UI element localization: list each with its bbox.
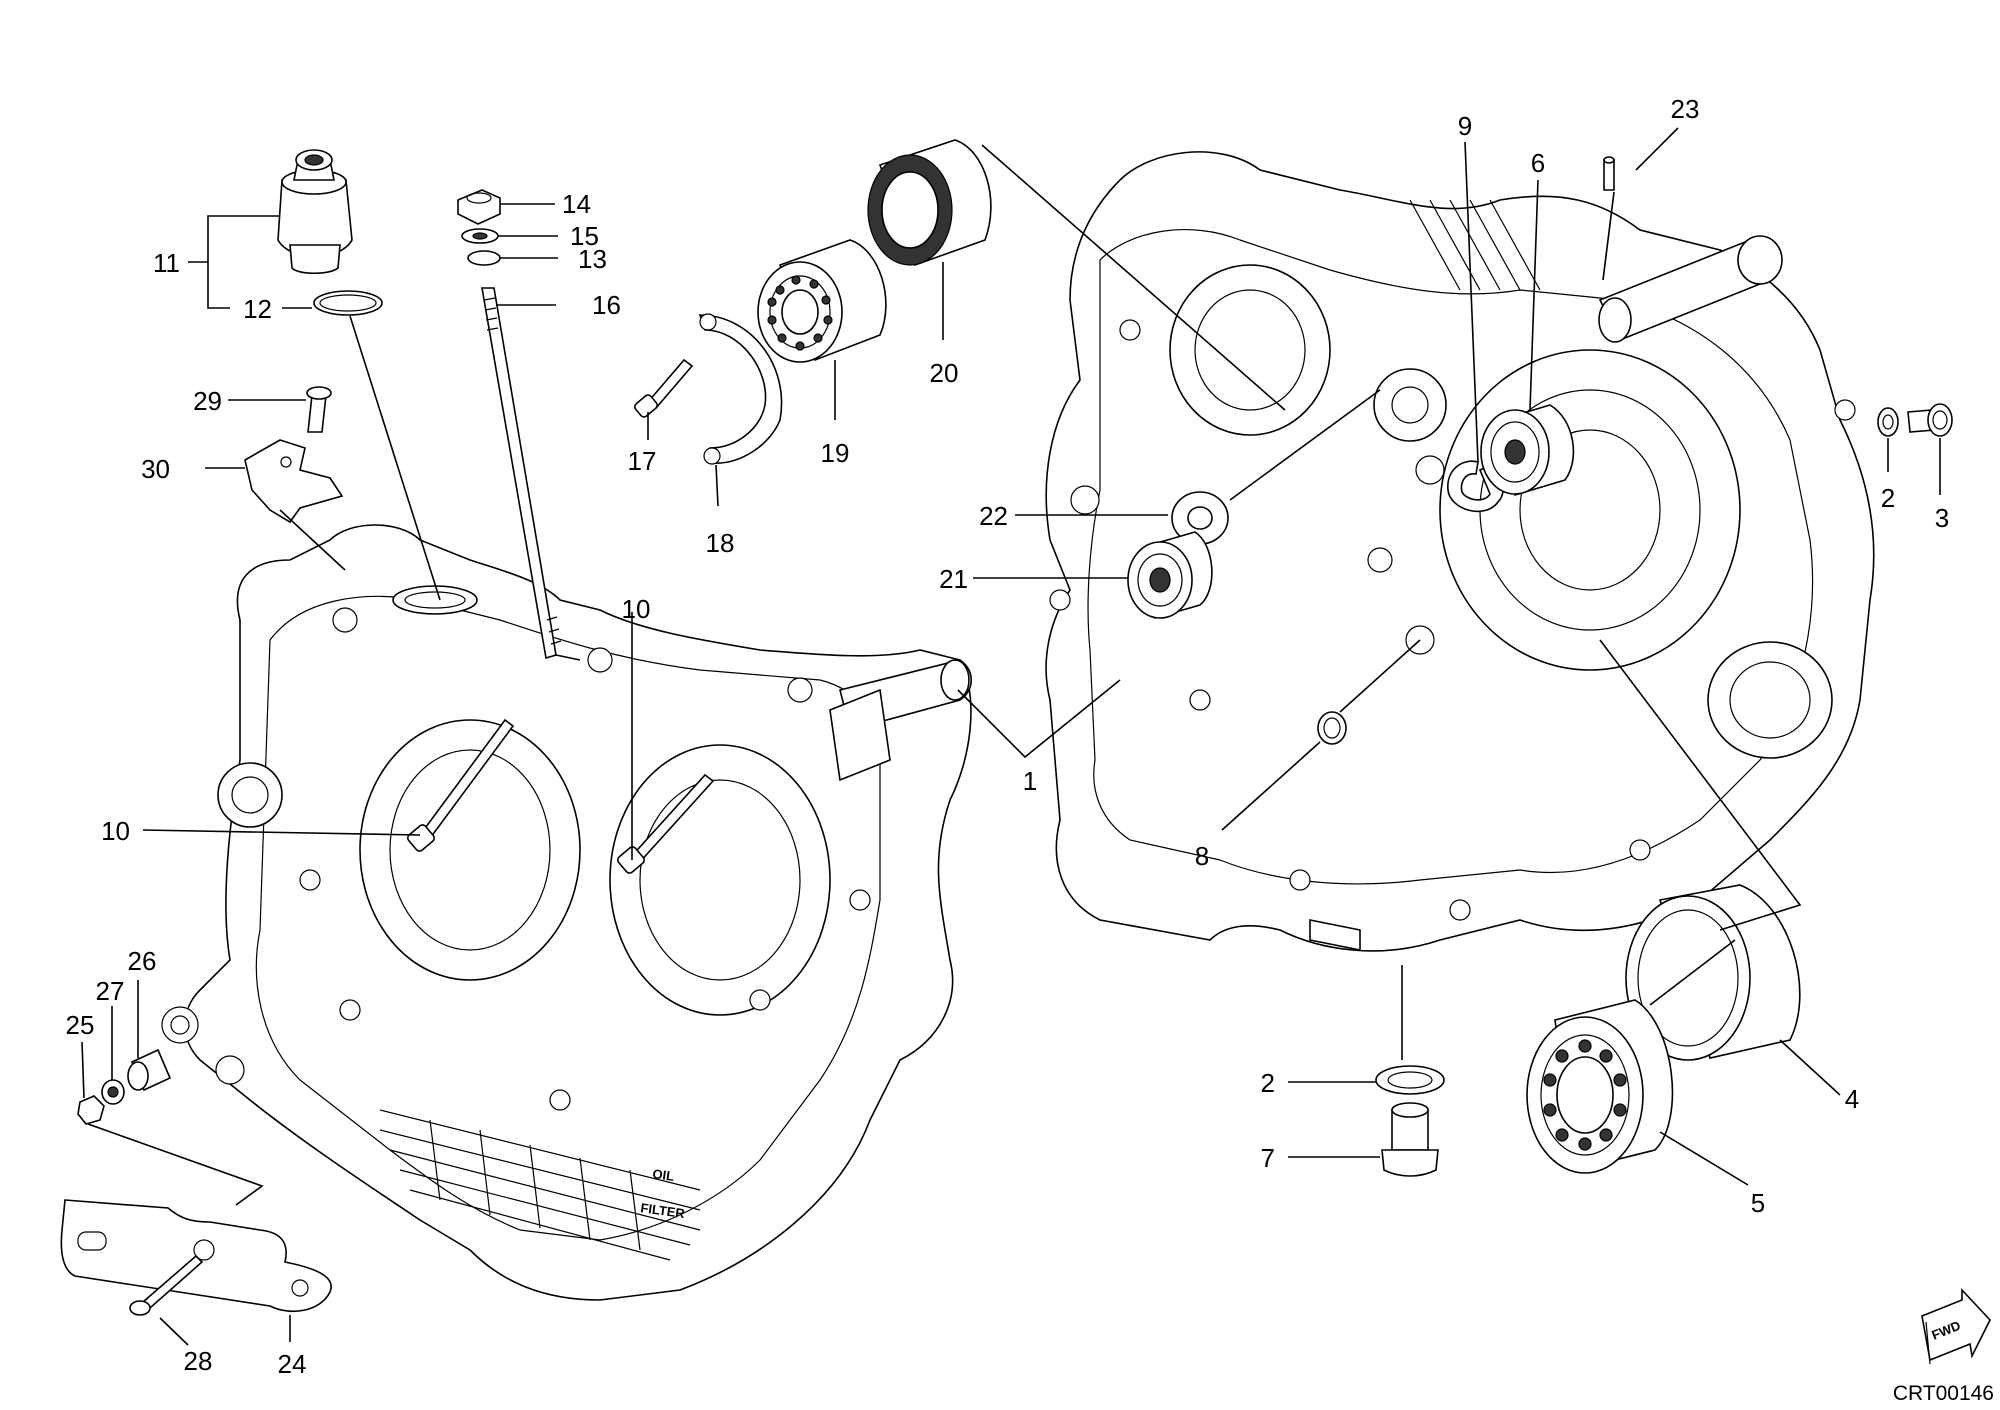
callout-6: 6 <box>1531 148 1545 178</box>
callout-2-right: 2 <box>1881 483 1895 513</box>
part-13-o-ring <box>467 250 501 266</box>
fwd-arrow-badge: FWD <box>1921 1287 1991 1365</box>
callout-25: 25 <box>66 1010 95 1040</box>
callout-18: 18 <box>706 528 735 558</box>
drawing-code: CRT00146 <box>1893 1382 1994 1405</box>
part-3-drain-plug <box>1907 403 1953 437</box>
part-20-oil-seal <box>867 139 992 267</box>
part-8-o-ring <box>1317 711 1347 745</box>
oil-filter-text-oil: OIL <box>652 1166 676 1184</box>
callout-9: 9 <box>1458 111 1472 141</box>
callout-19: 19 <box>821 438 850 468</box>
callout-2-bottom: 2 <box>1261 1068 1275 1098</box>
part-11-breather-cap <box>277 149 353 275</box>
callout-1: 1 <box>1023 766 1037 796</box>
callout-30: 30 <box>141 454 170 484</box>
callout-26: 26 <box>128 946 157 976</box>
callout-5: 5 <box>1751 1188 1765 1218</box>
left-bore-2 <box>609 744 831 1016</box>
left-crankcase-half: OIL FILTER <box>161 524 973 1301</box>
part-28-bolt <box>129 1254 204 1316</box>
part-19-bearing <box>757 239 887 363</box>
part-2-washer-bottom <box>1375 1065 1445 1095</box>
part-2-washer-right <box>1877 407 1899 437</box>
callout-7: 7 <box>1261 1143 1275 1173</box>
left-bore-1 <box>359 719 581 981</box>
part-29-bolt <box>306 386 332 433</box>
part-26-sleeve <box>127 1048 172 1092</box>
callout-12: 12 <box>243 294 272 324</box>
callout-27: 27 <box>96 976 125 1006</box>
callout-24: 24 <box>278 1349 307 1379</box>
part-25-nut <box>77 1095 105 1125</box>
part-5-bearing <box>1526 999 1674 1174</box>
callout-11: 11 <box>153 248 180 278</box>
callout-3: 3 <box>1935 503 1949 533</box>
callout-17: 17 <box>628 446 657 476</box>
callouts: 1 2 2 3 4 5 6 7 8 9 10 10 11 12 13 14 15… <box>66 94 1950 1379</box>
callout-16: 16 <box>592 290 621 320</box>
callout-22: 22 <box>979 501 1008 531</box>
callout-15: 15 <box>570 221 599 251</box>
callout-23: 23 <box>1671 94 1700 124</box>
part-6-bearing <box>1480 404 1575 497</box>
callout-8: 8 <box>1195 841 1209 871</box>
callout-10-top: 10 <box>622 594 651 624</box>
callout-14: 14 <box>562 189 591 219</box>
part-14-nut <box>457 189 501 225</box>
part-4-seal-ring <box>1625 884 1801 1061</box>
callout-10-left: 10 <box>101 816 130 846</box>
callout-13: 13 <box>578 244 607 274</box>
callout-29: 29 <box>193 386 222 416</box>
part-7-plug <box>1381 1102 1439 1177</box>
callout-4: 4 <box>1845 1084 1859 1114</box>
left-stud-bolt <box>406 718 515 852</box>
part-30-bracket <box>244 439 344 524</box>
part-21-bearing <box>1127 531 1213 620</box>
part-18-half-ring <box>698 313 783 465</box>
right-stud-bolt <box>616 773 715 874</box>
callout-20: 20 <box>930 358 959 388</box>
part-17-bolt <box>634 358 694 418</box>
leader-lines <box>81 127 1941 1346</box>
right-crankcase-half <box>1045 151 1875 952</box>
callout-21: 21 <box>939 564 968 594</box>
callout-28: 28 <box>184 1346 213 1376</box>
part-27-spacer <box>101 1079 125 1105</box>
oil-filter-text-filter: FILTER <box>640 1200 687 1221</box>
part-23-dowel-pin <box>1603 156 1615 191</box>
part-22-washer <box>1171 491 1229 545</box>
